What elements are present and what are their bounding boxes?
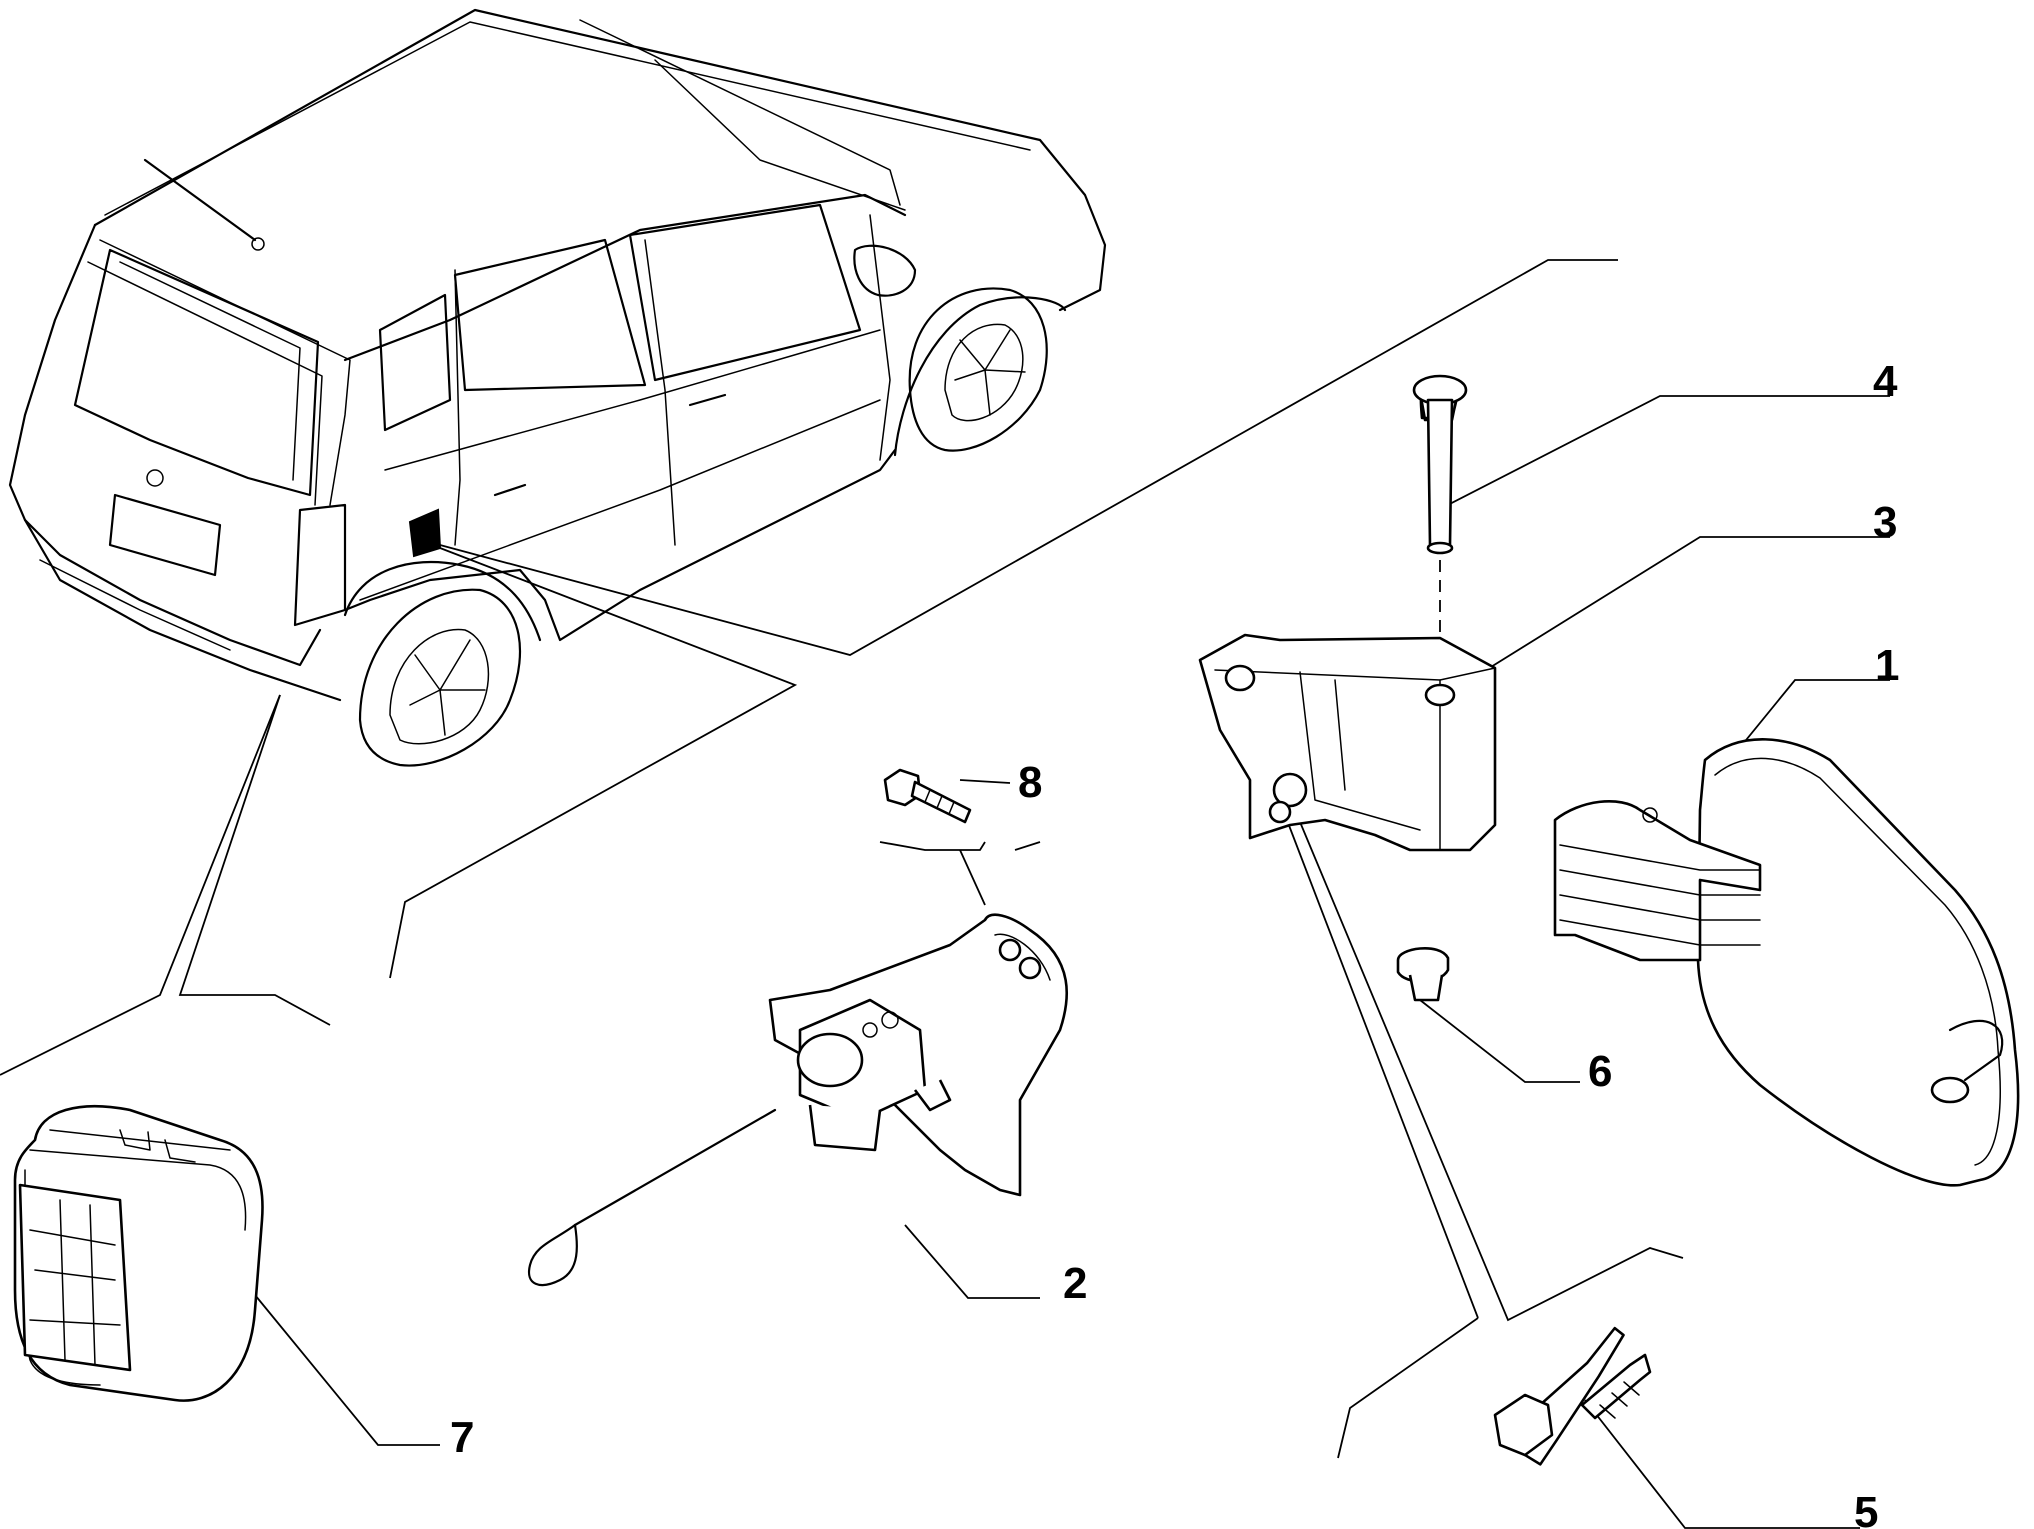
callout-4: 4: [1873, 357, 1898, 406]
part-7-grommet: [13, 1104, 264, 1402]
part-3-bracket: [1198, 633, 1497, 852]
callout-7: 7: [450, 1413, 474, 1462]
leader-lines: [0, 259, 1890, 1529]
callout-2: 2: [1063, 1259, 1087, 1308]
callout-1: 1: [1875, 641, 1899, 690]
callout-labels: 1 2 3 4 5 6 7 8: [450, 357, 1899, 1529]
callout-6: 6: [1588, 1047, 1612, 1096]
part-8-bolt: [883, 768, 972, 824]
part-4-pin: [1412, 374, 1468, 555]
callout-8: 8: [1018, 758, 1042, 807]
part-2-actuator: [527, 913, 1068, 1287]
callout-3: 3: [1873, 498, 1897, 547]
car-illustration: [8, 8, 1107, 767]
part-5-bolt: [1493, 1326, 1652, 1466]
part-6-nut: [1396, 947, 1450, 1002]
part-1-fuel-flap: [1553, 738, 2020, 1187]
callout-5: 5: [1854, 1488, 1878, 1529]
